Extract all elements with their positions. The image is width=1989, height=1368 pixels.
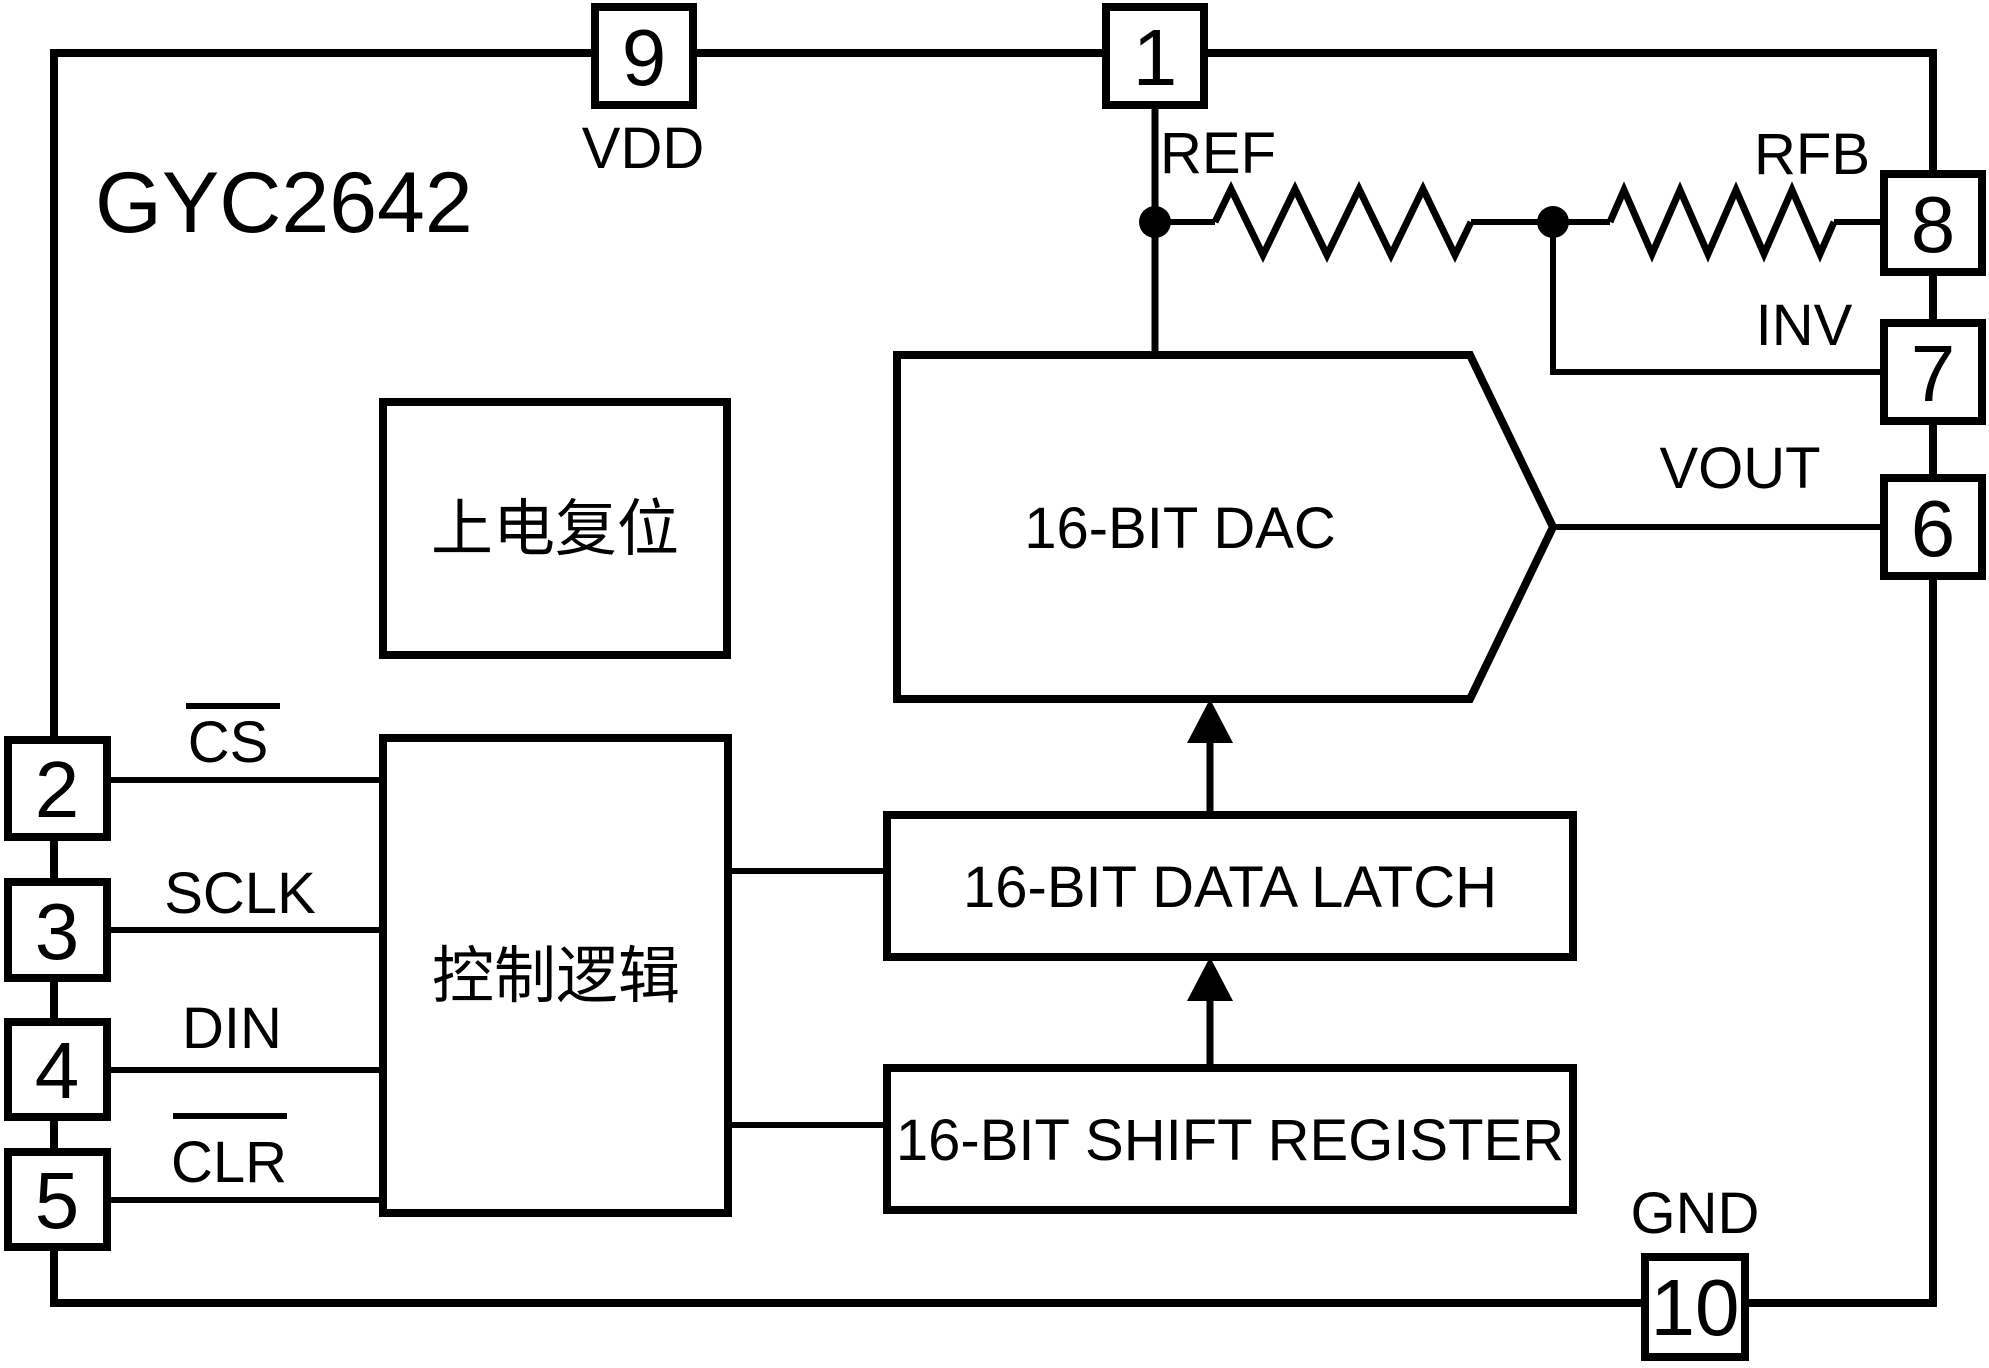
- pin-6-box: [1880, 474, 1986, 580]
- pin-7-number: 7: [1911, 329, 1956, 418]
- junction-dot-ref: [1139, 206, 1171, 238]
- data-latch-label: 16-BIT DATA LATCH: [963, 855, 1497, 920]
- dac-block: [893, 351, 1558, 703]
- latch-to-dac-arrowhead: [1187, 699, 1233, 743]
- resistor2-zigzag: [1606, 181, 1838, 263]
- pin-5-number: 5: [35, 1156, 80, 1245]
- chip-outline: [50, 49, 1937, 1307]
- pin-2-number: 2: [35, 745, 80, 834]
- vout-label: VOUT: [1659, 436, 1820, 501]
- gnd-label: GND: [1631, 1181, 1760, 1246]
- chip-name: GYC2642: [95, 155, 473, 251]
- shift-register-block: [883, 1064, 1577, 1214]
- data-latch-block: [883, 811, 1577, 961]
- pin-3-number: 3: [35, 887, 80, 976]
- pin-3-box: [4, 878, 111, 982]
- pin-7-box: [1880, 319, 1986, 425]
- dac-label: 16-BIT DAC: [1024, 496, 1336, 561]
- control-logic-block: [379, 734, 732, 1217]
- inv-label: INV: [1756, 293, 1853, 358]
- pin-4-box: [4, 1018, 111, 1121]
- pin-9-box: [591, 3, 697, 109]
- pin-9-number: 9: [622, 13, 667, 102]
- inv-wire: [1550, 222, 1884, 375]
- clr-label: CLR: [171, 1130, 287, 1195]
- shift-register-label: 16-BIT SHIFT REGISTER: [896, 1108, 1564, 1173]
- pin-2-box: [4, 736, 111, 841]
- cs-label: CS: [188, 710, 269, 775]
- power-on-reset-label: 上电复位: [431, 495, 679, 564]
- pin-8-number: 8: [1911, 180, 1956, 269]
- control-logic-label: 控制逻辑: [432, 942, 680, 1011]
- shift-to-latch-arrowhead: [1187, 957, 1233, 1001]
- sclk-label: SCLK: [164, 861, 316, 926]
- pin-5-box: [4, 1148, 111, 1251]
- pin-1-box: [1102, 3, 1208, 109]
- pin-1-number: 1: [1133, 13, 1178, 102]
- resistor1-zigzag: [1211, 180, 1475, 264]
- pin-10-box: [1641, 1253, 1749, 1361]
- din-label: DIN: [182, 996, 282, 1061]
- pin-10-number: 10: [1651, 1263, 1740, 1352]
- pin-4-number: 4: [35, 1026, 80, 1115]
- vdd-label: VDD: [582, 116, 704, 181]
- ref-label: REF: [1160, 121, 1276, 186]
- power-on-reset-block: [379, 398, 731, 659]
- pin-8-box: [1880, 170, 1986, 276]
- rfb-label: RFB: [1754, 122, 1870, 187]
- pin-6-number: 6: [1911, 484, 1956, 573]
